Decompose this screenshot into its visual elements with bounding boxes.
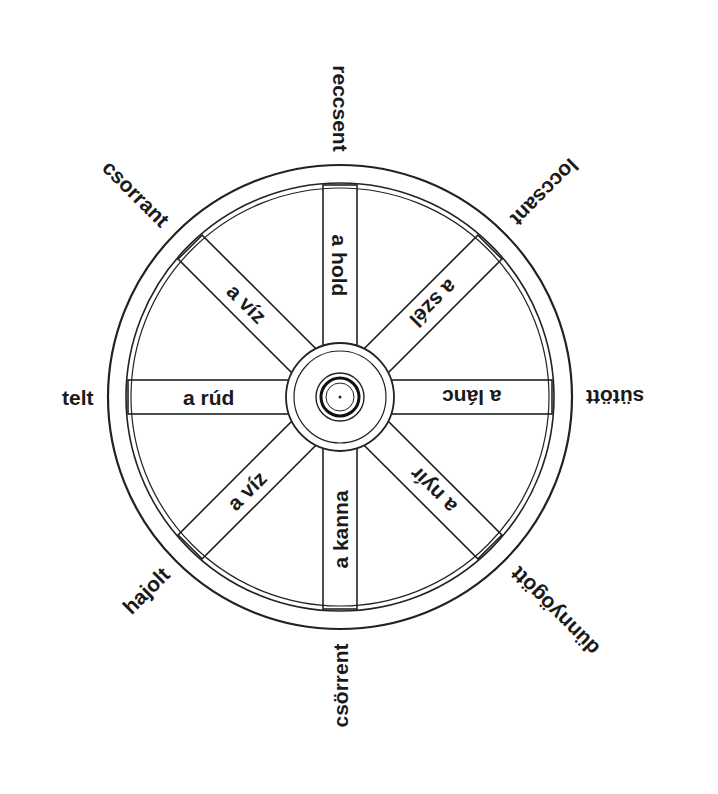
spoke-band (178, 235, 317, 374)
spoke-band (363, 235, 502, 374)
spoke-band (178, 420, 317, 559)
verb-label: hajolt (119, 564, 173, 618)
spoke-word: a rúd (183, 387, 234, 408)
spoke-label-box: a kanna (326, 484, 355, 574)
verb-label: reccsent (330, 65, 351, 151)
spoke-band (323, 185, 357, 347)
spoke-band (390, 380, 552, 414)
spoke-band (128, 380, 290, 414)
spoke-word: a hold (329, 234, 350, 296)
spoke-label-box: a lánc (436, 383, 508, 412)
spoke-word: a nyír (406, 463, 460, 517)
verb-label: sütött (586, 387, 644, 408)
spoke-word: a víz (223, 280, 270, 327)
verb-label: loccsant (507, 155, 582, 230)
verb-label: dünnyögött (507, 563, 603, 659)
spoke-label-box: a rúd (177, 383, 240, 412)
spoke-label-box: a hold (325, 228, 354, 302)
spoke-word: a kanna (330, 490, 351, 568)
verb-label: csorrant (99, 156, 173, 230)
spoke-word: a lánc (442, 387, 502, 408)
spoke-word: a szél (406, 276, 461, 331)
spoke-word: a víz (223, 467, 270, 514)
spoke-band (363, 420, 502, 559)
verb-label: csörrent (330, 643, 351, 727)
spoke-band (323, 447, 357, 609)
verb-label: telt (62, 387, 94, 408)
